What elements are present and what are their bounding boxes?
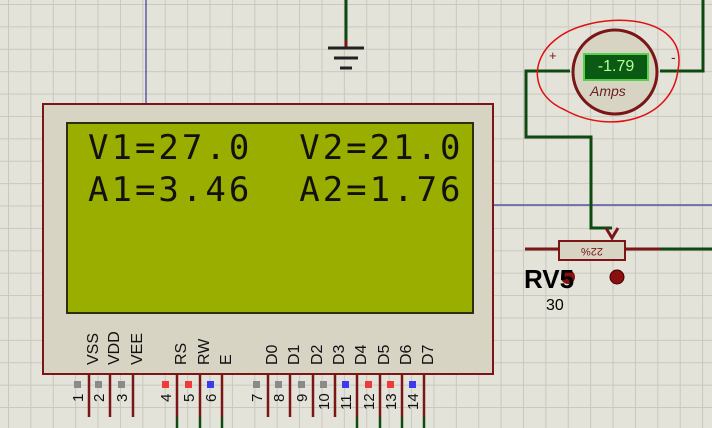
pin-number: 13: [383, 393, 400, 410]
pin-state-indicator: [275, 381, 282, 388]
lcd-line-1: V1=27.0 V2=21.0: [88, 128, 464, 168]
pin-number: 3: [114, 393, 131, 402]
pin-label: D3: [331, 344, 348, 365]
pin-state-indicator: [95, 381, 102, 388]
pin-state-indicator: [320, 381, 327, 388]
ammeter-display: -1.79: [583, 53, 649, 81]
pin-label: RS: [173, 342, 190, 365]
pin-label: D4: [353, 344, 370, 365]
pin-state-indicator: [342, 381, 349, 388]
pin-number: 1: [70, 393, 87, 402]
lcd-pin-wires: [87, 373, 426, 428]
pin-label: VDD: [106, 331, 123, 365]
ammeter-minus-label: -: [671, 49, 676, 65]
pin-label: D6: [398, 344, 415, 365]
pin-label: D2: [309, 344, 326, 365]
pin-number: 5: [181, 393, 198, 402]
pin-label: VSS: [85, 332, 102, 365]
pin-number: 9: [294, 393, 311, 402]
ammeter-unit: Amps: [590, 83, 626, 99]
pin-number: 12: [361, 393, 378, 410]
pin-state-indicator: [365, 381, 372, 388]
probe-dot-icon: [609, 269, 625, 285]
pin-state-indicator: [74, 381, 81, 388]
pot-value: 30: [546, 297, 564, 314]
pin-state-indicator: [298, 381, 305, 388]
wiper-arrow-icon: [604, 227, 620, 241]
pin-number: 4: [158, 393, 175, 402]
annotation-circle: [536, 19, 680, 123]
potentiometer-rv5[interactable]: 22%: [558, 240, 626, 261]
pin-label: RW: [196, 338, 213, 365]
lcd-screen: V1=27.0 V2=21.0 A1=3.46 A2=1.76: [66, 122, 474, 314]
pin-label: D1: [286, 344, 303, 365]
pin-label: E: [218, 354, 235, 365]
pin-label: D5: [376, 344, 393, 365]
pin-state-indicator: [185, 381, 192, 388]
ammeter-plus-label: +: [549, 48, 557, 63]
pin-number: 10: [316, 393, 333, 410]
pin-label: VEE: [129, 332, 146, 365]
lcd-line-2: A1=3.46 A2=1.76: [88, 170, 464, 210]
pin-state-indicator: [409, 381, 416, 388]
pin-number: 14: [405, 393, 422, 410]
pin-number: 7: [249, 393, 266, 402]
pot-setting: 22%: [580, 245, 604, 257]
pin-number: 11: [338, 394, 355, 410]
pin-state-indicator: [207, 381, 214, 388]
probe-dot-icon: [561, 270, 575, 284]
pot-name: RV5: [524, 264, 575, 294]
pin-label: D7: [420, 344, 437, 365]
pin-state-indicator: [118, 381, 125, 388]
ground-icon: [328, 0, 364, 70]
pin-number: 6: [203, 393, 220, 402]
pin-label: D0: [264, 344, 281, 365]
pin-number: 2: [91, 393, 108, 402]
pin-state-indicator: [162, 381, 169, 388]
pin-state-indicator: [387, 381, 394, 388]
pin-number: 8: [271, 393, 288, 402]
pin-state-indicator: [253, 381, 260, 388]
